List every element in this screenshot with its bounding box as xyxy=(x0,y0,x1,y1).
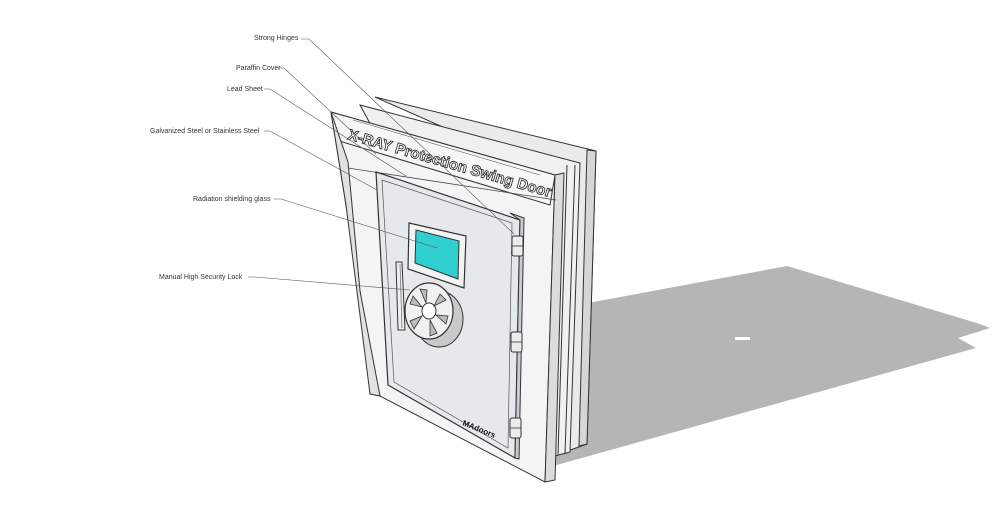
leader-security-lock xyxy=(248,276,411,291)
floor-shadow xyxy=(520,266,990,466)
callout-lead-sheet: Lead Sheet xyxy=(227,86,263,93)
shadow-slot-marker xyxy=(735,337,750,340)
door-leaf-inner xyxy=(381,179,513,449)
leader-paraffin-cover xyxy=(278,67,377,155)
back-layer-2-side xyxy=(578,149,597,447)
door-leaf-edge xyxy=(509,212,525,460)
leader-strong-hinges xyxy=(301,38,515,235)
frame-right-jamb xyxy=(544,172,565,483)
hinges xyxy=(509,235,524,439)
leader-shielding-glass xyxy=(274,198,438,249)
shielding-glass xyxy=(414,229,460,280)
door-handle xyxy=(395,261,406,331)
leader-steel-frame xyxy=(264,130,378,191)
security-lock-wheel xyxy=(404,282,464,348)
radiation-shielding-window xyxy=(407,222,467,289)
leader-lead-sheet xyxy=(264,88,407,177)
callout-steel-frame: Galvanized Steel or Stainless Steel xyxy=(150,128,260,135)
callout-strong-hinges: Strong Hinges xyxy=(254,35,299,42)
frame-left-jamb xyxy=(330,111,381,397)
callout-paraffin-cover: Paraffin Cover xyxy=(236,65,281,72)
callout-shielding-glass: Radiation shielding glass xyxy=(193,196,271,203)
leader-lines xyxy=(248,38,515,291)
callout-security-lock: Manual High Security Lock xyxy=(159,274,243,281)
